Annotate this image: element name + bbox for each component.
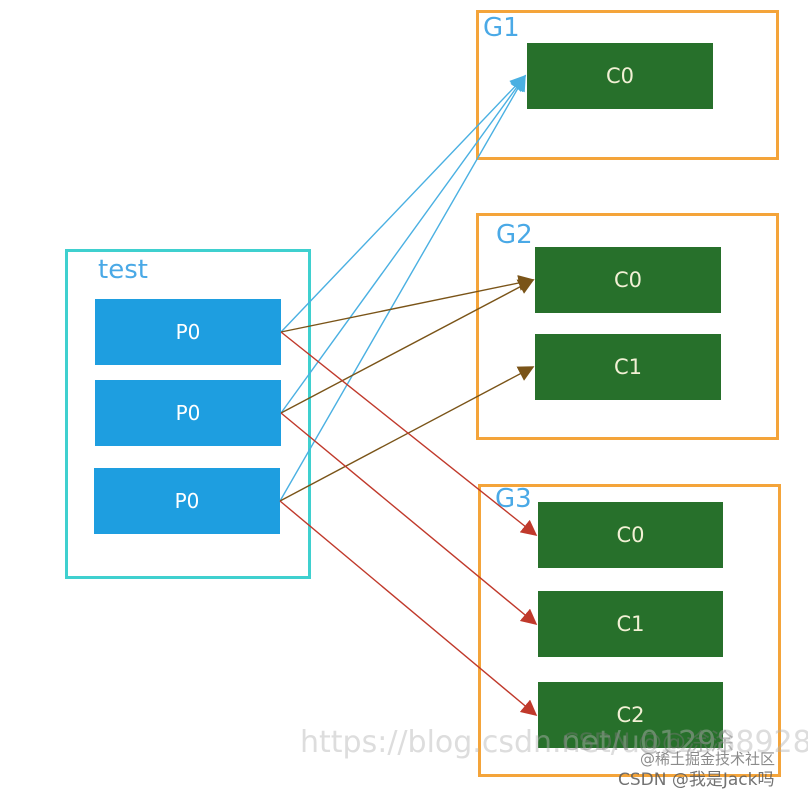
watermark-url: https://blog.csdn.net/u012988928 (300, 725, 808, 760)
consumer-block[interactable]: C0 (527, 43, 713, 109)
watermark-csdn-overlay: CSDN @@涂涂 (562, 728, 735, 756)
topic-label: test (98, 255, 148, 285)
consumer-block[interactable]: C0 (535, 247, 721, 313)
consumer-block[interactable]: C2 (538, 682, 723, 748)
group-label-g1: G1 (483, 13, 520, 43)
group-label-g2: G2 (496, 220, 533, 250)
consumer-block[interactable]: C1 (538, 591, 723, 657)
group-label-g3: G3 (495, 484, 532, 514)
watermark-author: CSDN @我是Jack吗 (618, 770, 775, 790)
partition-block[interactable]: P0 (95, 299, 281, 365)
watermark-community: @稀土掘金技术社区 (640, 750, 776, 768)
partition-block[interactable]: P0 (94, 468, 280, 534)
consumer-block[interactable]: C0 (538, 502, 723, 568)
partition-block[interactable]: P0 (95, 380, 281, 446)
consumer-block[interactable]: C1 (535, 334, 721, 400)
